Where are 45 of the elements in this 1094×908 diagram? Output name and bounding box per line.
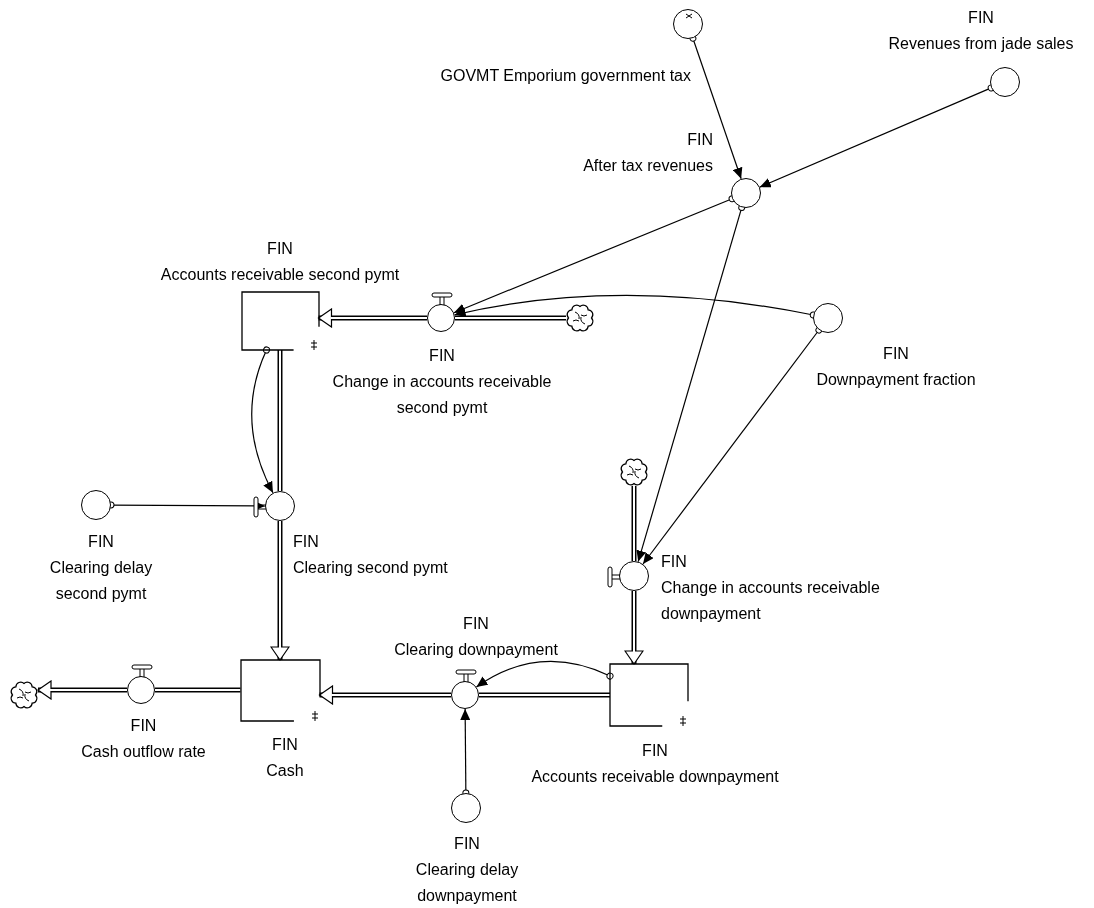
flow-pipe <box>270 521 290 661</box>
variable-name: GOVMT Emporium government tax <box>440 67 691 84</box>
cloud-symbol <box>620 458 648 486</box>
variable-prefix: FIN <box>883 345 909 362</box>
variable-prefix: FIN <box>272 736 298 753</box>
variable-prefix: FIN <box>88 533 114 550</box>
variable-name: Clearing second pymt <box>293 559 448 576</box>
variable-name: Clearing downpayment <box>394 641 558 658</box>
variable-name: Cash outflow rate <box>81 743 206 760</box>
variable-name: Downpayment fraction <box>816 371 976 388</box>
link-arrow <box>636 203 746 563</box>
link-arrow <box>475 660 614 688</box>
variable-name: After tax revenues <box>583 157 713 174</box>
flow-pipe <box>318 685 451 705</box>
flow-pipe <box>37 680 127 700</box>
variable-prefix: FIN <box>968 9 994 26</box>
link-arrow <box>759 84 995 188</box>
variable-name: Revenues from jade sales <box>888 35 1074 52</box>
link-arrow <box>689 34 743 180</box>
flow-pipe <box>631 486 637 561</box>
variable-prefix: FIN <box>463 615 489 632</box>
flow-pipe <box>455 315 566 321</box>
flow-pipe <box>155 687 241 693</box>
variable-prefix: FIN <box>130 717 157 734</box>
cloud-symbol <box>10 681 38 709</box>
variable-prefix: FIN <box>454 835 480 852</box>
link-arrow <box>453 195 736 314</box>
variable-prefix: FIN <box>293 533 319 550</box>
flow-pipe <box>317 308 427 328</box>
variable-prefix: FIN <box>429 347 455 364</box>
variable-name: Change in accounts receivable downpayment <box>661 579 880 622</box>
variable-prefix: FIN <box>642 742 668 759</box>
flow-pipe <box>479 692 610 698</box>
variable-name: Cash <box>266 762 304 779</box>
variable-prefix: FIN <box>687 131 713 148</box>
cloud-symbol <box>566 304 594 332</box>
variable-prefix: FIN <box>661 553 687 570</box>
variable-name: Accounts receivable downpayment <box>531 768 779 785</box>
flow-pipe <box>624 591 644 665</box>
variable-name: Clearing delay second pymt <box>49 559 153 602</box>
variable-name: Change in accounts receivable second pymt <box>332 373 552 416</box>
variable-name: Accounts receivable second pymt <box>160 266 400 283</box>
variable-name: Clearing delay downpayment <box>415 861 519 904</box>
flow-pipe <box>277 350 283 491</box>
variable-prefix: FIN <box>267 240 293 257</box>
